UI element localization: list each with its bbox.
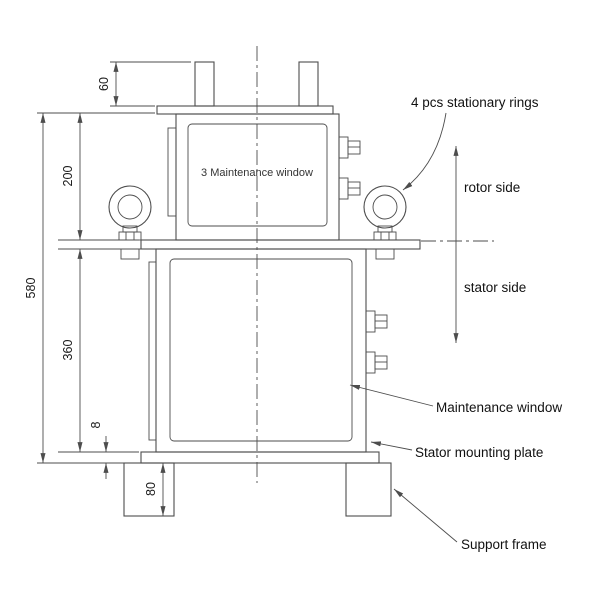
eyebolt-right-ring-inner [372, 194, 398, 220]
rotor-housing: 3 Maintenance window [167, 113, 340, 241]
eyebolt-left [108, 185, 152, 260]
annotation-stator-mounting-plate: Stator mounting plate [370, 441, 543, 460]
dimension-8: 8 [89, 421, 109, 479]
stator-mounting-plate-label: Stator mounting plate [415, 445, 543, 460]
eyebolt-left-ring-outer [108, 185, 152, 229]
rotor-window-label: 3 Maintenance window [201, 167, 313, 179]
dimension-60: 60 [97, 62, 119, 106]
stator-maintenance-window [169, 258, 353, 442]
annotation-support-frame: Support frame [393, 488, 547, 552]
stator-window-label: Maintenance window [436, 400, 562, 415]
right-post [298, 61, 319, 107]
dim-label-200: 200 [61, 166, 75, 187]
dim-label-360: 360 [61, 340, 75, 361]
annotation-stationary-rings: 4 pcs stationary rings [402, 95, 539, 191]
stator-housing-left-tab [148, 261, 157, 441]
dim-label-80: 80 [144, 482, 158, 496]
eyebolt-right-ring-outer [363, 185, 407, 229]
stator-housing-bolts [365, 310, 388, 374]
support-frame [123, 462, 392, 517]
support-frame-left-leg [123, 462, 175, 517]
rotor-housing-left-tab [167, 127, 177, 217]
stator-housing [148, 248, 367, 453]
dimension-580: 580 [24, 113, 46, 463]
annotation-rotor-stator-axis: rotor side stator side [453, 146, 526, 343]
support-frame-right-leg [345, 462, 392, 517]
stator-side-label: stator side [464, 280, 526, 295]
eyebolt-right [363, 185, 407, 260]
stationary-rings-leader [402, 112, 447, 191]
left-post [194, 61, 215, 107]
stationary-rings-label: 4 pcs stationary rings [411, 95, 539, 110]
rotor-mounting-plate [140, 239, 421, 250]
stator-mounting-plate-leader [370, 441, 413, 451]
rotor-maintenance-window [187, 123, 328, 227]
rotor-housing-bolts [338, 136, 361, 200]
stator-mounting-plate-part [140, 451, 380, 464]
eyebolt-left-ring-inner [117, 194, 143, 220]
top-posts [194, 61, 319, 107]
dim-label-8: 8 [89, 421, 103, 428]
dim-label-60: 60 [97, 77, 111, 91]
dimension-360: 360 [61, 248, 83, 452]
rotor-side-label: rotor side [464, 180, 520, 195]
stator-housing-outline [155, 248, 367, 453]
support-frame-leader [393, 488, 458, 543]
center-lines [256, 46, 494, 483]
annotation-maintenance-window: Maintenance window [349, 384, 562, 415]
extension-lines [37, 61, 191, 464]
top-flange [156, 105, 334, 115]
support-frame-label: Support frame [461, 537, 547, 552]
stator-window-leader [349, 384, 434, 407]
dim-label-580: 580 [24, 278, 38, 299]
dimension-200: 200 [61, 113, 83, 240]
dimension-80: 80 [144, 463, 166, 516]
